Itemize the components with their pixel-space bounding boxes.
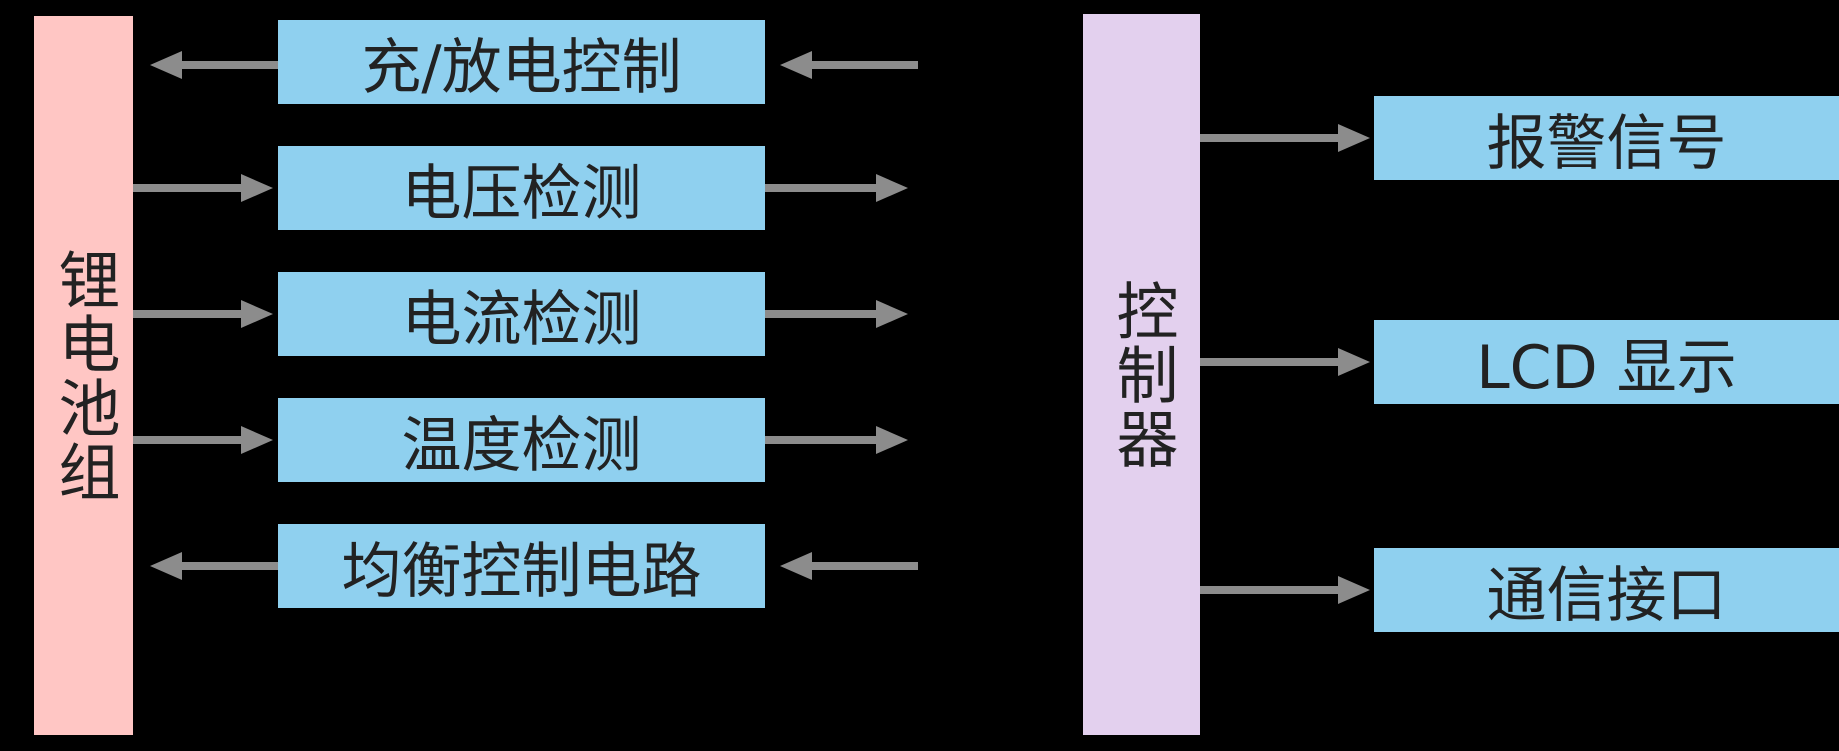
middle-box-balance-control-circuit[interactable]: 均衡控制电路 [278,524,765,608]
arrow-controller-to-charge-control [778,48,918,82]
arrow-controller-to-comm-interface [1200,573,1372,607]
battery-pack-block[interactable]: 锂电池组 [34,16,133,735]
right-box-label: LCD 显示 [1476,332,1737,403]
middle-box-label: 电压检测 [401,158,642,229]
right-box-comm-interface[interactable]: 通信接口 [1374,548,1839,632]
middle-box-charge-discharge-control[interactable]: 充/放电控制 [278,20,765,104]
arrow-battery-to-temperature-detection [133,423,275,457]
arrow-balance-circuit-to-battery [148,549,278,583]
arrow-voltage-detection-to-controller [765,171,910,205]
arrow-controller-to-balance-circuit [778,549,918,583]
middle-box-voltage-detection[interactable]: 电压检测 [278,146,765,230]
middle-box-label: 均衡控制电路 [341,536,702,607]
arrow-temperature-detection-to-controller [765,423,910,457]
arrow-charge-control-to-battery [148,48,278,82]
right-box-alarm-signal[interactable]: 报警信号 [1374,96,1839,180]
middle-box-label: 电流检测 [401,284,642,355]
middle-box-label: 充/放电控制 [361,32,682,103]
arrow-controller-to-lcd-display [1200,345,1372,379]
controller-block[interactable]: 控制器 [1083,14,1200,735]
middle-box-current-detection[interactable]: 电流检测 [278,272,765,356]
controller-label: 控制器 [1105,278,1179,471]
battery-pack-label: 锂电池组 [47,247,121,504]
arrow-current-detection-to-controller [765,297,910,331]
right-box-label: 报警信号 [1486,108,1727,179]
middle-box-temperature-detection[interactable]: 温度检测 [278,398,765,482]
arrow-controller-to-alarm-signal [1200,121,1372,155]
arrow-battery-to-voltage-detection [133,171,275,205]
middle-box-label: 温度检测 [401,410,642,481]
right-box-label: 通信接口 [1486,560,1727,631]
right-box-lcd-display[interactable]: LCD 显示 [1374,320,1839,404]
arrow-battery-to-current-detection [133,297,275,331]
